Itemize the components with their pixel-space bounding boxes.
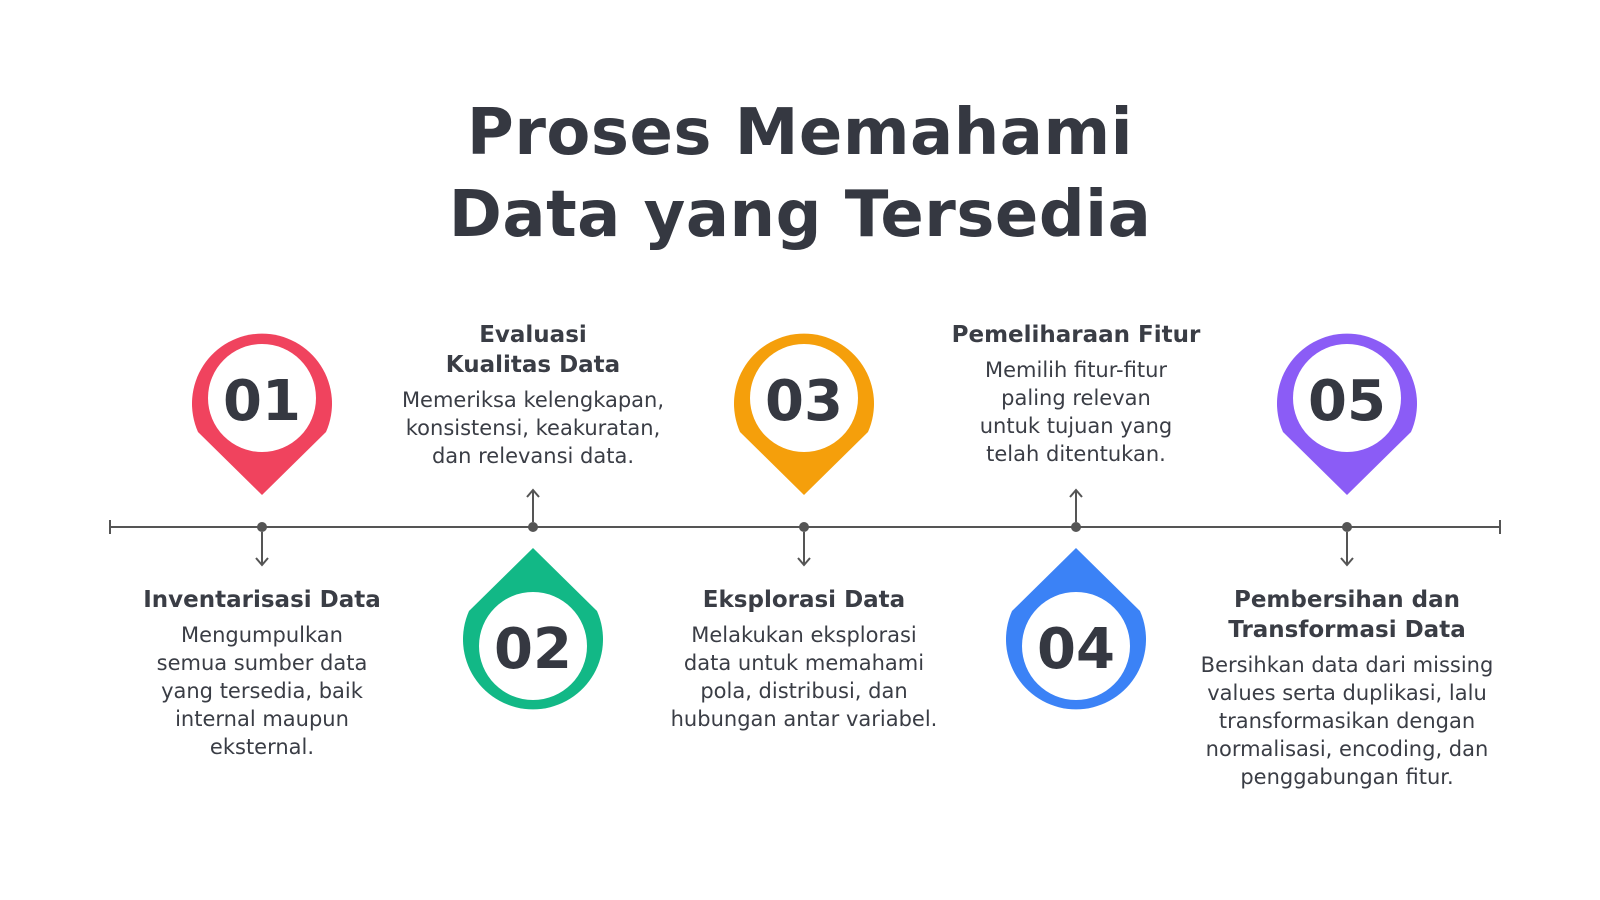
step-4-pin: 04 — [1006, 548, 1146, 710]
step-5-heading: Pembersihan dan Transformasi Data — [1228, 587, 1466, 643]
step-3-heading: Eksplorasi Data — [702, 587, 906, 613]
step-3-number: 03 — [765, 369, 843, 434]
step-5-text: Pembersihan dan Transformasi Data Bersih… — [1177, 585, 1517, 791]
step-4-connector — [1069, 488, 1083, 532]
arrow-down-icon — [255, 532, 269, 567]
step-1-description: Mengumpulkan semua sumber data yang ters… — [156, 623, 368, 759]
step-5-description: Bersihkan data dari missing values serta… — [1200, 653, 1494, 789]
step-1-connector — [255, 522, 269, 567]
map-pin-icon — [1276, 333, 1418, 495]
page-title: Proses Memahami Data yang Tersedia — [0, 92, 1600, 256]
step-5-dot — [1342, 522, 1352, 532]
step-1-pin: 01 — [192, 333, 333, 495]
step-4-heading: Pemeliharaan Fitur — [951, 322, 1201, 348]
step-5-number: 05 — [1308, 369, 1386, 434]
map-pin-icon — [462, 548, 603, 710]
map-pin-icon — [192, 333, 333, 495]
step-2-heading: Evaluasi Kualitas Data — [445, 322, 621, 378]
arrow-up-icon — [1069, 488, 1083, 522]
step-4-number: 04 — [1037, 617, 1115, 682]
arrow-down-icon — [1340, 532, 1354, 567]
step-3-dot — [799, 522, 809, 532]
step-2-description: Memeriksa kelengkapan, konsistensi, keak… — [401, 388, 665, 468]
step-4-text: Pemeliharaan Fitur Memilih fitur-fitur p… — [916, 320, 1236, 468]
step-5-connector — [1340, 522, 1354, 567]
step-3-pin: 03 — [734, 333, 875, 495]
map-pin-icon — [734, 333, 875, 495]
step-2-pin: 02 — [462, 548, 603, 710]
step-1-number: 01 — [223, 369, 301, 434]
arrow-up-icon — [526, 488, 540, 522]
step-2-connector — [526, 488, 540, 532]
map-pin-icon — [1006, 548, 1146, 710]
step-3-text: Eksplorasi Data Melakukan eksplorasi dat… — [644, 585, 964, 733]
step-2-dot — [528, 522, 538, 532]
step-4-dot — [1071, 522, 1081, 532]
arrow-down-icon — [797, 532, 811, 567]
step-1-text: Inventarisasi Data Mengumpulkan semua su… — [102, 585, 422, 761]
step-5-pin: 05 — [1276, 333, 1418, 495]
step-4-description: Memilih fitur-fitur paling relevan untuk… — [979, 358, 1173, 466]
step-3-connector — [797, 522, 811, 567]
step-2-number: 02 — [494, 617, 572, 682]
title-line-2: Data yang Tersedia — [448, 178, 1152, 252]
step-3-description: Melakukan eksplorasi data untuk memahami… — [670, 623, 938, 731]
step-1-dot — [257, 522, 267, 532]
step-2-text: Evaluasi Kualitas Data Memeriksa kelengk… — [373, 320, 693, 470]
step-1-heading: Inventarisasi Data — [143, 587, 381, 613]
title-line-1: Proses Memahami — [466, 96, 1134, 170]
